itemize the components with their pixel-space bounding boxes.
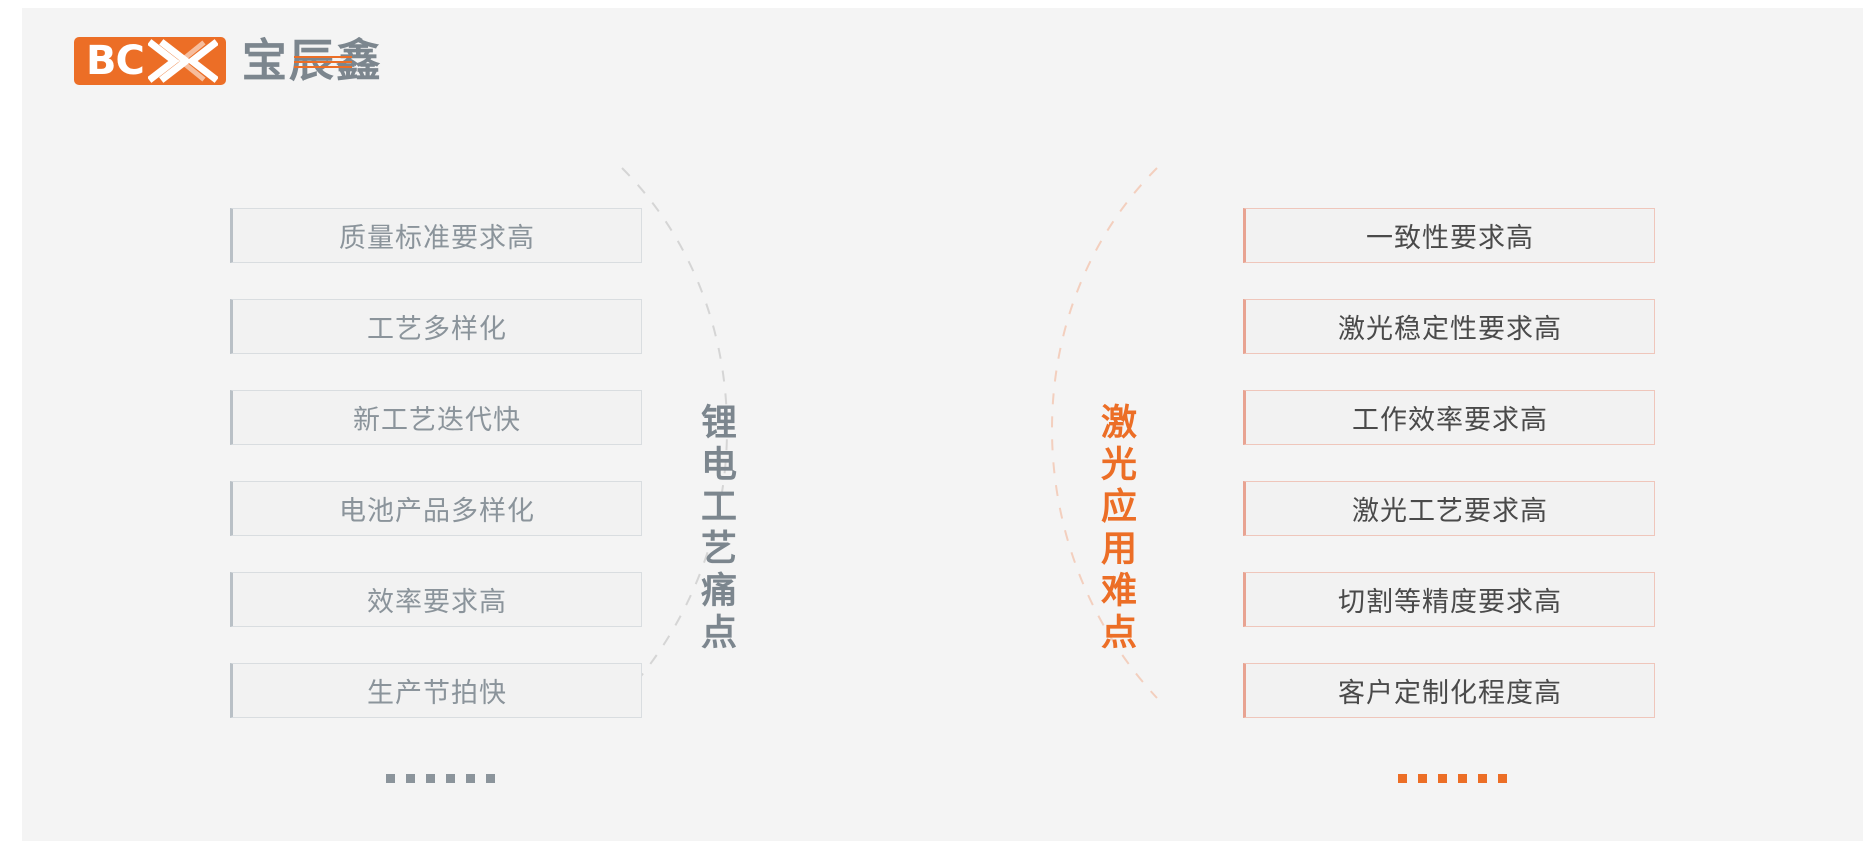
logo-bc-text: BC [86, 38, 145, 84]
left-column-list: 质量标准要求高 工艺多样化 新工艺迭代快 电池产品多样化 效率要求高 生产节拍快 [230, 208, 642, 754]
ellipsis-dot [426, 774, 435, 783]
ellipsis-dot [1498, 774, 1507, 783]
ellipsis-dot [466, 774, 475, 783]
brand-logo: BC 宝辰鑫 [74, 30, 383, 92]
list-item-label: 生产节拍快 [367, 678, 507, 708]
left-column-ellipsis [386, 774, 495, 783]
list-item-label: 新工艺迭代快 [353, 405, 521, 435]
list-item-label: 客户定制化程度高 [1338, 678, 1562, 708]
ellipsis-dot [1438, 774, 1447, 783]
list-item[interactable]: 切割等精度要求高 [1243, 572, 1655, 627]
list-item-label: 切割等精度要求高 [1338, 587, 1562, 617]
logo-stripes-decoration [293, 56, 352, 72]
ellipsis-dot [386, 774, 395, 783]
ellipsis-dot [1458, 774, 1467, 783]
list-item[interactable]: 激光工艺要求高 [1243, 481, 1655, 536]
logo-chinese-name: 宝辰鑫 [242, 36, 383, 86]
list-item-label: 效率要求高 [367, 587, 507, 617]
list-item[interactable]: 电池产品多样化 [230, 481, 642, 536]
slide-canvas: BC 宝辰鑫 锂电工艺痛点 激光应用难点 质量标准要求高 工艺多样化 [22, 8, 1863, 841]
ellipsis-dot [1418, 774, 1427, 783]
ellipsis-dot [406, 774, 415, 783]
list-item[interactable]: 激光稳定性要求高 [1243, 299, 1655, 354]
list-item[interactable]: 客户定制化程度高 [1243, 663, 1655, 718]
list-item-label: 电池产品多样化 [339, 496, 535, 526]
list-item[interactable]: 一致性要求高 [1243, 208, 1655, 263]
list-item[interactable]: 工作效率要求高 [1243, 390, 1655, 445]
logo-chinese-text: 宝辰鑫 [242, 35, 383, 86]
list-item-label: 工作效率要求高 [1352, 405, 1548, 435]
list-item[interactable]: 效率要求高 [230, 572, 642, 627]
list-item[interactable]: 新工艺迭代快 [230, 390, 642, 445]
list-item-label: 工艺多样化 [367, 314, 507, 344]
right-column-list: 一致性要求高 激光稳定性要求高 工作效率要求高 激光工艺要求高 切割等精度要求高… [1243, 208, 1655, 754]
list-item-label: 激光工艺要求高 [1352, 496, 1548, 526]
list-item-label: 质量标准要求高 [339, 223, 535, 253]
left-column-vertical-label: 锂电工艺痛点 [696, 403, 737, 655]
list-item[interactable]: 工艺多样化 [230, 299, 642, 354]
ellipsis-dot [1398, 774, 1407, 783]
ellipsis-dot [446, 774, 455, 783]
logo-badge: BC [74, 37, 226, 85]
list-item[interactable]: 质量标准要求高 [230, 208, 642, 263]
list-item[interactable]: 生产节拍快 [230, 663, 642, 718]
ellipsis-dot [1478, 774, 1487, 783]
ellipsis-dot [486, 774, 495, 783]
list-item-label: 激光稳定性要求高 [1338, 314, 1562, 344]
right-column-ellipsis [1398, 774, 1507, 783]
double-chevron-icon [147, 38, 218, 84]
right-column-vertical-label: 激光应用难点 [1096, 403, 1137, 655]
list-item-label: 一致性要求高 [1366, 223, 1534, 253]
